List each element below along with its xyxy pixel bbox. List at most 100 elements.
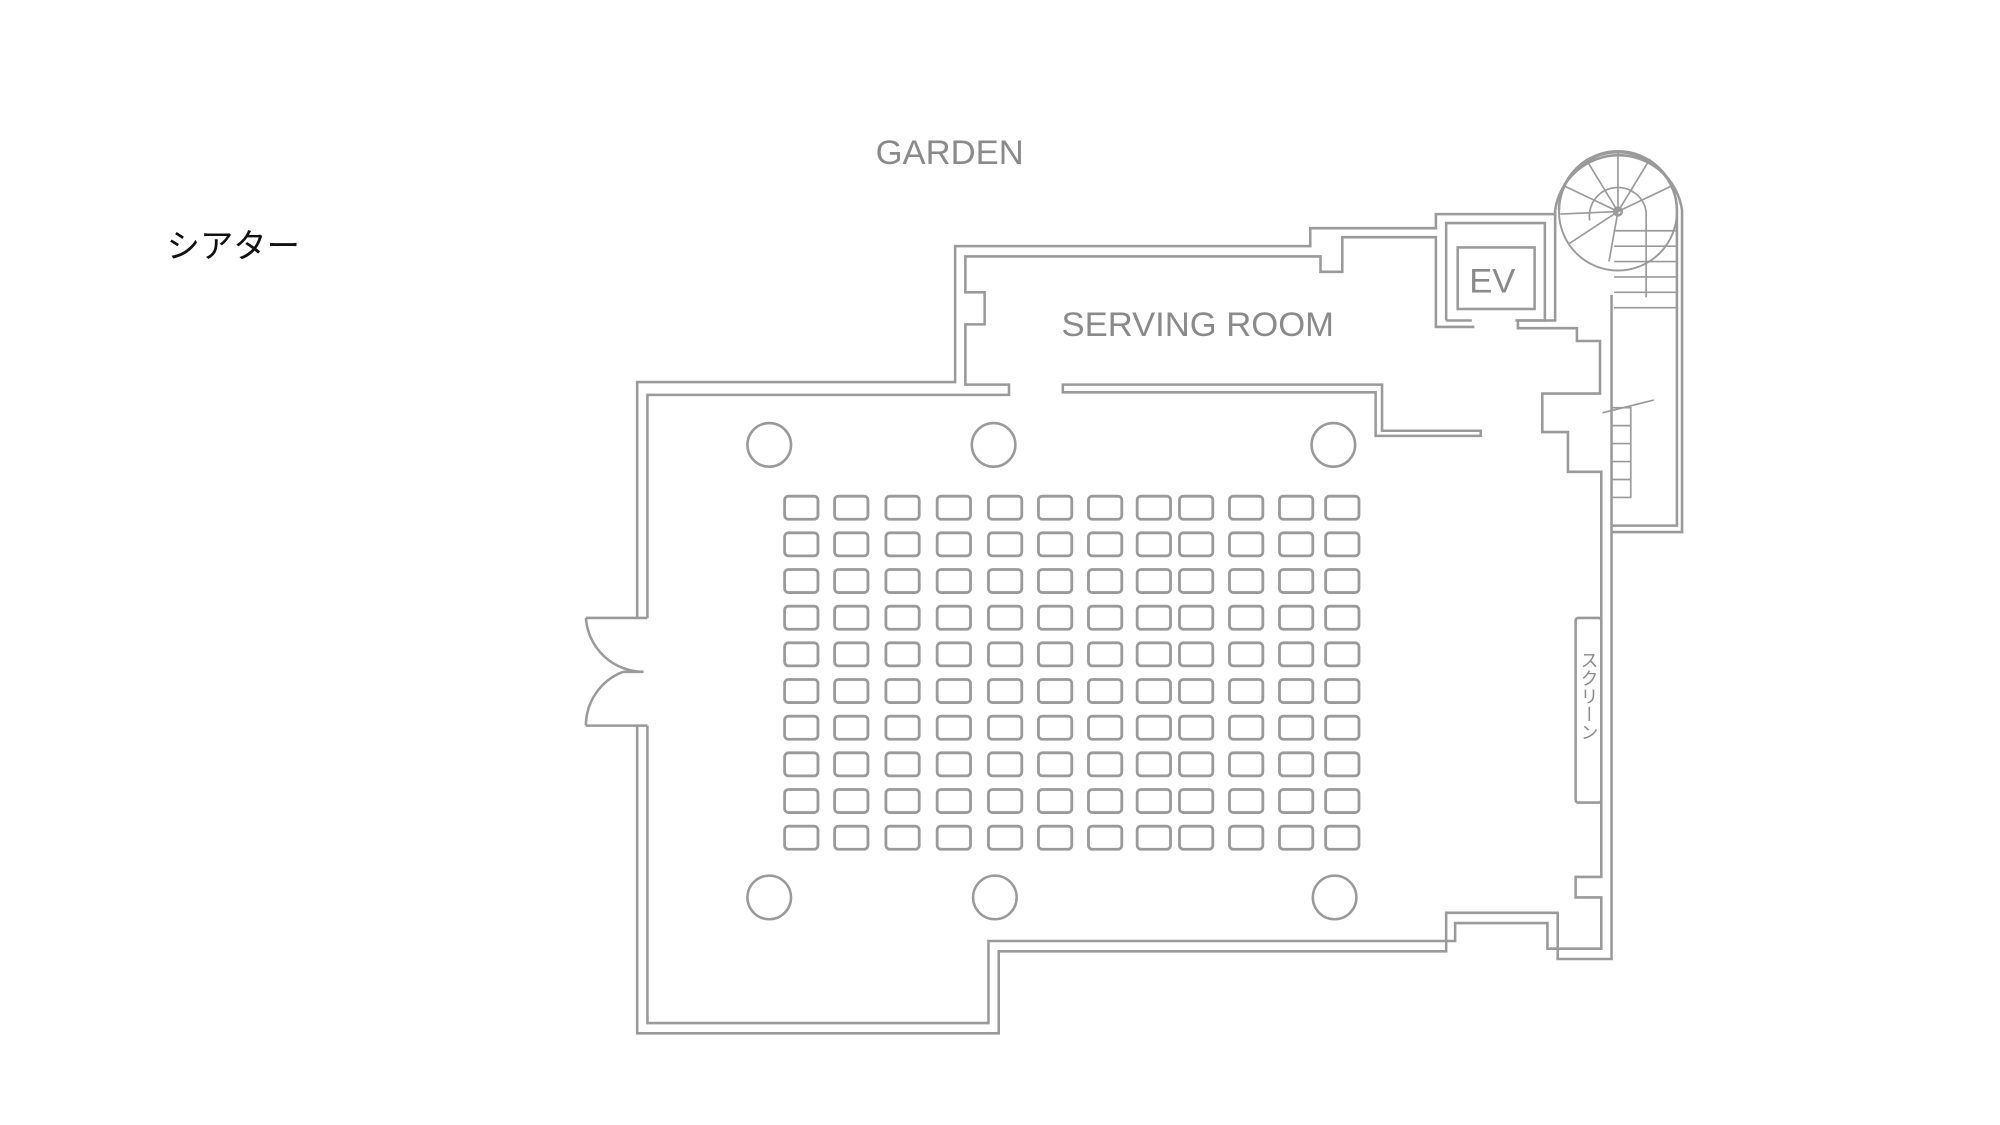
seat [1135, 714, 1172, 741]
seat [935, 824, 972, 851]
seat [1324, 824, 1361, 851]
seat [1087, 788, 1124, 814]
seat [987, 678, 1024, 704]
seat [1037, 788, 1074, 814]
screen-label: スクリーン [1578, 651, 1598, 741]
pillar [970, 421, 1017, 468]
seat [1324, 678, 1361, 704]
seat [1278, 714, 1315, 741]
seat [1087, 531, 1124, 558]
seat [884, 604, 921, 631]
seat [1178, 714, 1215, 741]
seat [1178, 788, 1215, 814]
seat [1228, 641, 1265, 668]
seat [1135, 604, 1172, 631]
seat [833, 604, 870, 631]
seat [884, 824, 921, 851]
pillars [746, 421, 1358, 921]
seat [783, 568, 820, 594]
seat [783, 751, 820, 778]
seat [987, 604, 1024, 631]
pillar [1310, 421, 1357, 468]
seat [1037, 568, 1074, 594]
seat [1228, 714, 1265, 741]
seat [1228, 824, 1265, 851]
seat [935, 568, 972, 594]
seat [833, 531, 870, 558]
seat [1178, 494, 1215, 521]
page-title: シアター [167, 227, 300, 266]
seat [1178, 531, 1215, 558]
spiral-staircase-icon [1558, 151, 1678, 499]
seat [1087, 714, 1124, 741]
seat [987, 714, 1024, 741]
seat [1324, 641, 1361, 668]
pillar [971, 874, 1018, 921]
seat [1087, 604, 1124, 631]
seat [783, 824, 820, 851]
seat [1087, 824, 1124, 851]
seat [935, 751, 972, 778]
elevator-label: EV [1469, 262, 1515, 300]
seat [884, 531, 921, 558]
seat [783, 494, 820, 521]
seat [1278, 494, 1315, 521]
seat [1178, 641, 1215, 668]
seat [987, 824, 1024, 851]
seat [1324, 531, 1361, 558]
seat [1037, 678, 1074, 704]
serving-room-label: SERVING ROOM [1062, 306, 1334, 344]
seat [833, 641, 870, 668]
seat [1228, 788, 1265, 814]
seat [1037, 824, 1074, 851]
seat [1178, 604, 1215, 631]
seat [1324, 568, 1361, 594]
seat [783, 714, 820, 741]
seat [884, 751, 921, 778]
seat [1278, 824, 1315, 851]
seat [783, 531, 820, 558]
seat [987, 788, 1024, 814]
seat [987, 531, 1024, 558]
seat [1178, 678, 1215, 704]
double-door [584, 616, 648, 727]
seat [833, 568, 870, 594]
seat [1178, 751, 1215, 778]
seat [833, 751, 870, 778]
seat [783, 641, 820, 668]
seat [935, 641, 972, 668]
seat [935, 494, 972, 521]
pillar [746, 421, 793, 468]
seat [884, 568, 921, 594]
seat [884, 788, 921, 814]
seat [1135, 531, 1172, 558]
garden-label: GARDEN [876, 134, 1024, 172]
seat [783, 604, 820, 631]
seat [1278, 568, 1315, 594]
seat [884, 714, 921, 741]
seat [884, 678, 921, 704]
seat [1087, 678, 1124, 704]
seat [1178, 824, 1215, 851]
seat [1135, 568, 1172, 594]
seat [1228, 494, 1265, 521]
seat [1228, 604, 1265, 631]
screen [1574, 616, 1603, 804]
seat [1037, 531, 1074, 558]
seat [1135, 824, 1172, 851]
seat [1278, 788, 1315, 814]
seat [833, 714, 870, 741]
seat [1324, 494, 1361, 521]
seat [1278, 751, 1315, 778]
seat [1135, 641, 1172, 668]
seat [1087, 568, 1124, 594]
seat [1087, 641, 1124, 668]
seat [1178, 568, 1215, 594]
seat [1228, 568, 1265, 594]
seat [1087, 751, 1124, 778]
seat [1278, 531, 1315, 558]
seat [935, 678, 972, 704]
seat [833, 494, 870, 521]
seat [935, 604, 972, 631]
